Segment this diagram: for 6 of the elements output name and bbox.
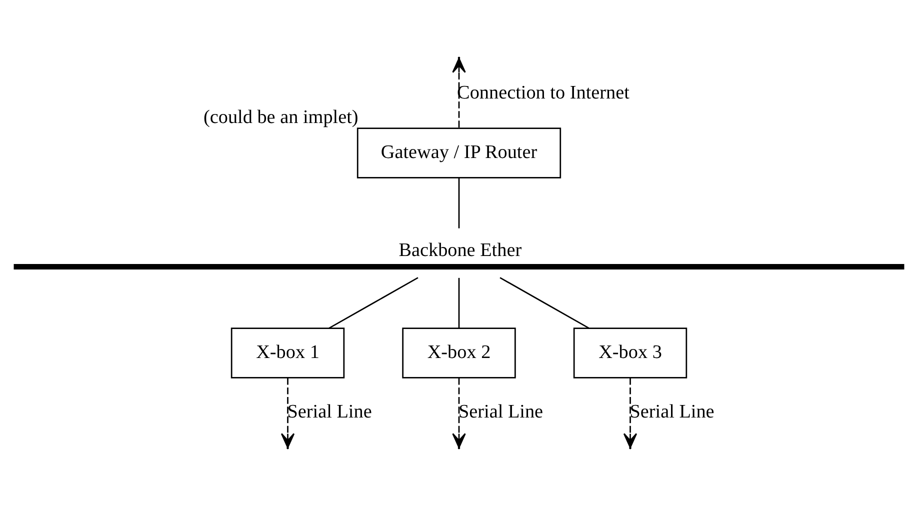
edge-label: Serial Line (458, 401, 544, 422)
node-label: (could be an implet) (204, 106, 358, 128)
edge-label: Serial Line (630, 401, 714, 422)
edge-label: Connection to Internet (457, 82, 630, 103)
node-label: Backbone Ether (398, 240, 522, 261)
edge-label: Serial Line (287, 401, 372, 422)
